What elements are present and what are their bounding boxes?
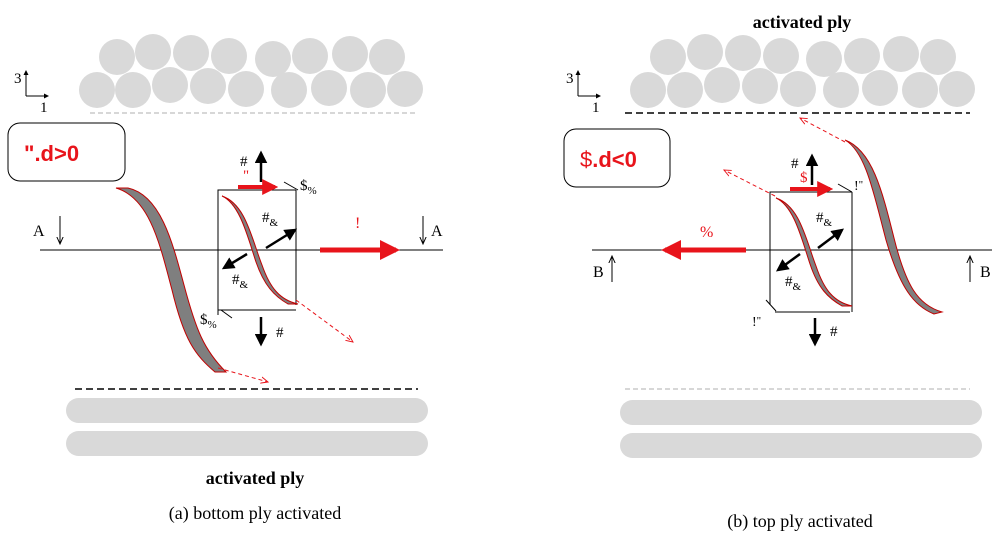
stress-label-sw-b: #& [785,274,802,293]
axes-a [23,70,49,99]
kink-band-outer-a [115,187,228,373]
axes-b [575,70,601,99]
activated-ply-label-b: activated ply [753,12,852,32]
condition-text-a: ".d>0 [24,141,79,166]
dashed-red-arrow-b1 [800,118,846,143]
section-label-right-b: B [980,264,991,281]
kink-band-inner-b [775,197,853,307]
red-label-top-b: $ [800,170,808,186]
shear-label-bottom-a: # [276,325,284,341]
shear-label-bottom-b: # [830,324,838,340]
corner-label-top-b: !" [854,179,863,194]
bottom-ply-fiber-1-a [66,398,428,423]
stress-label-sw-a: #& [232,272,249,291]
bottom-ply-fiber-1-b [620,400,982,425]
kink-band-inner-a [221,195,299,305]
dashed-red-arrow-a2 [295,299,353,342]
axis-3-label-b: 3 [566,71,574,87]
panel-b: activated ply 3 1 $.d<0 B B [563,12,992,532]
stress-arrow-ne-a [265,228,298,250]
condition-box-a [7,122,126,182]
shear-label-top-b: # [791,156,799,172]
condition-box-b [563,128,671,188]
stress-arrow-sw-a [221,252,248,270]
condition-text-b: $.d<0 [580,147,637,172]
bottom-ply-fiber-2-a [66,431,428,456]
caption-a: (a) bottom ply activated [169,503,341,524]
kink-element-b [765,183,853,313]
big-arrow-label-a: ! [355,215,360,232]
kink-element-a [217,181,299,319]
dashed-red-arrow-a1 [217,367,268,382]
axis-1-label-a: 1 [40,100,48,116]
stress-arrow-sw-b [775,252,801,272]
stress-label-ne-b: #& [816,210,833,229]
activated-ply-label-a: activated ply [206,468,305,488]
top-ply-fibers-a [79,34,423,108]
axis-3-label-a: 3 [14,71,22,87]
corner-label-bottom-b: !" [752,315,761,330]
shear-label-top-a: # [240,154,248,170]
kink-band-outer-b [844,139,944,315]
big-arrow-label-b: % [700,224,713,241]
section-label-left-a: A [33,223,45,240]
stress-arrow-ne-b [817,228,844,249]
red-label-top-a: " [243,168,249,184]
bottom-ply-fiber-2-b [620,433,982,458]
section-label-left-b: B [593,264,604,281]
caption-b: (b) top ply activated [727,511,872,532]
corner-label-bottom-a: $% [200,312,217,331]
corner-label-top-a: $% [300,178,317,197]
panel-a: 3 1 ".d>0 A A # # #& [7,34,443,524]
axis-1-label-b: 1 [592,100,600,116]
dashed-red-arrow-b2 [724,170,776,197]
section-label-right-a: A [431,223,443,240]
stress-label-ne-a: #& [262,210,279,229]
top-ply-fibers-b [630,34,975,108]
